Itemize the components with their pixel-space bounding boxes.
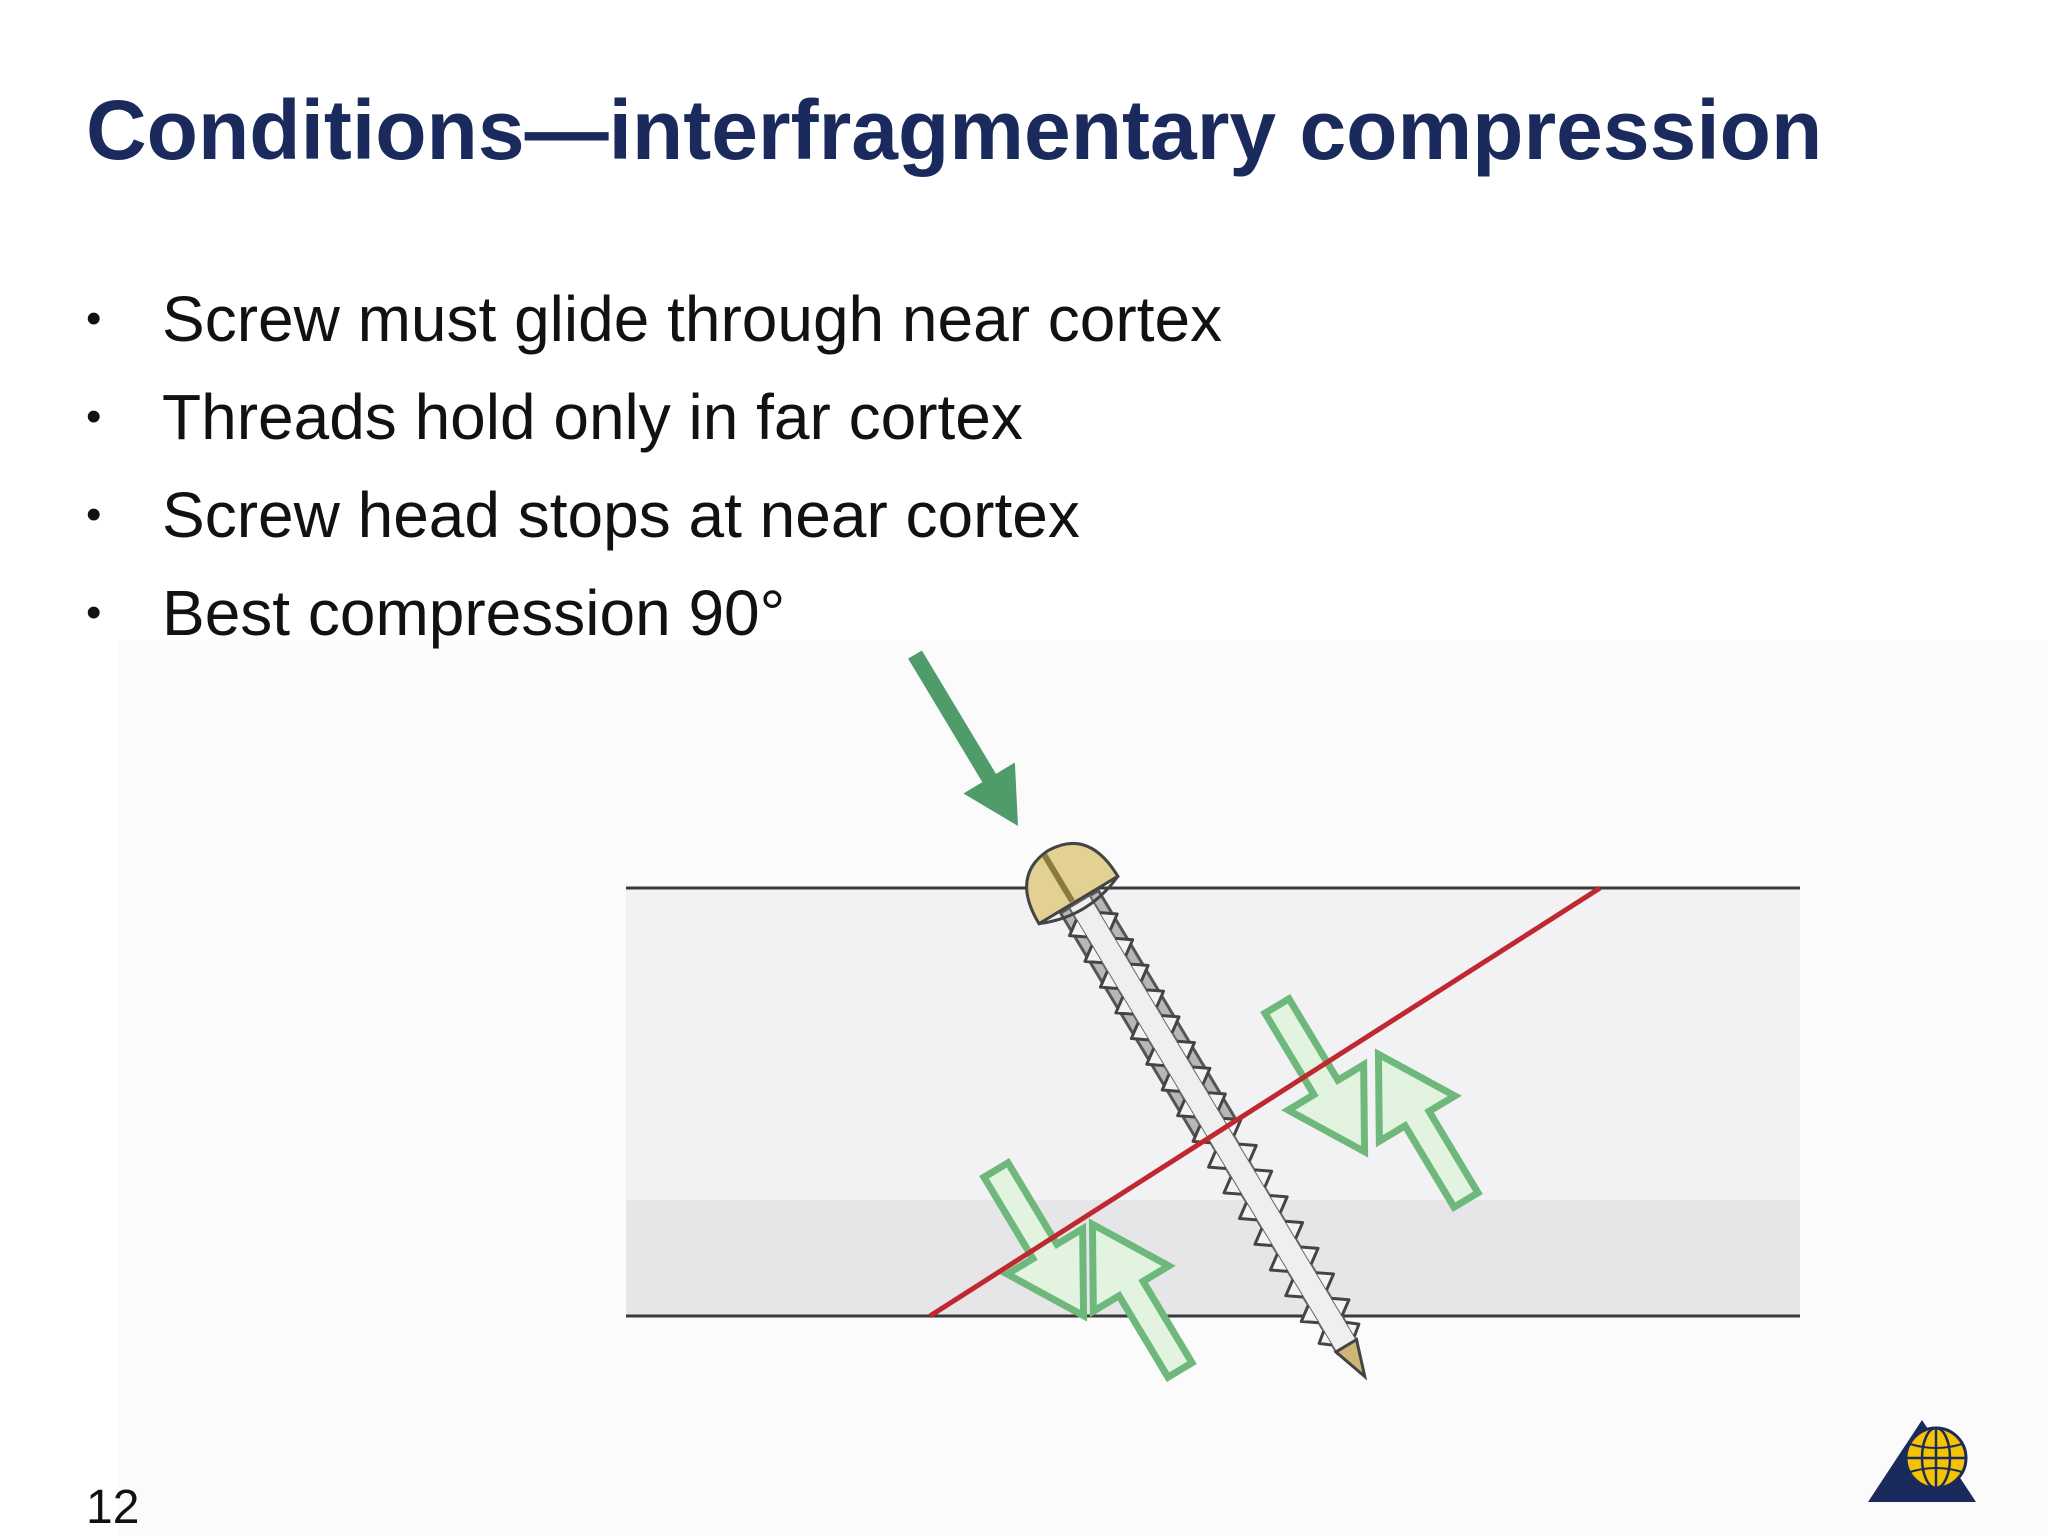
bullet-text: Screw head stops at near cortex	[162, 479, 1080, 551]
bullet-dot: •	[86, 294, 102, 343]
far-cortex	[626, 1200, 1800, 1316]
screw-head-rim	[1038, 875, 1120, 926]
screw-head-slot	[1041, 853, 1075, 903]
arrow-down-right-icon	[908, 650, 1018, 826]
slide-title: Conditions—interfragmentary compression	[86, 83, 1823, 177]
compression-arrows	[979, 993, 1483, 1383]
globe-triangle-logo	[1868, 1420, 1976, 1502]
bullet-dot: •	[86, 490, 102, 539]
bullet-text: Best compression 90°	[162, 577, 786, 649]
fracture-line	[928, 885, 1602, 1319]
bullet-dot: •	[86, 392, 102, 441]
outline-arrow-icon	[1260, 993, 1369, 1158]
screw-tip	[1333, 1337, 1368, 1381]
lag-screw	[1025, 841, 1368, 1381]
page-number: 12	[86, 1481, 140, 1534]
screw-threads	[1068, 911, 1361, 1347]
bullet-dot: •	[86, 588, 102, 637]
outline-arrow-icon	[1088, 1218, 1197, 1383]
bullet-text: Screw must glide through near cortex	[162, 283, 1223, 355]
outline-arrow-icon	[1374, 1048, 1483, 1213]
outline-arrow-icon	[979, 1157, 1088, 1322]
bullet-text: Threads hold only in far cortex	[162, 381, 1023, 453]
